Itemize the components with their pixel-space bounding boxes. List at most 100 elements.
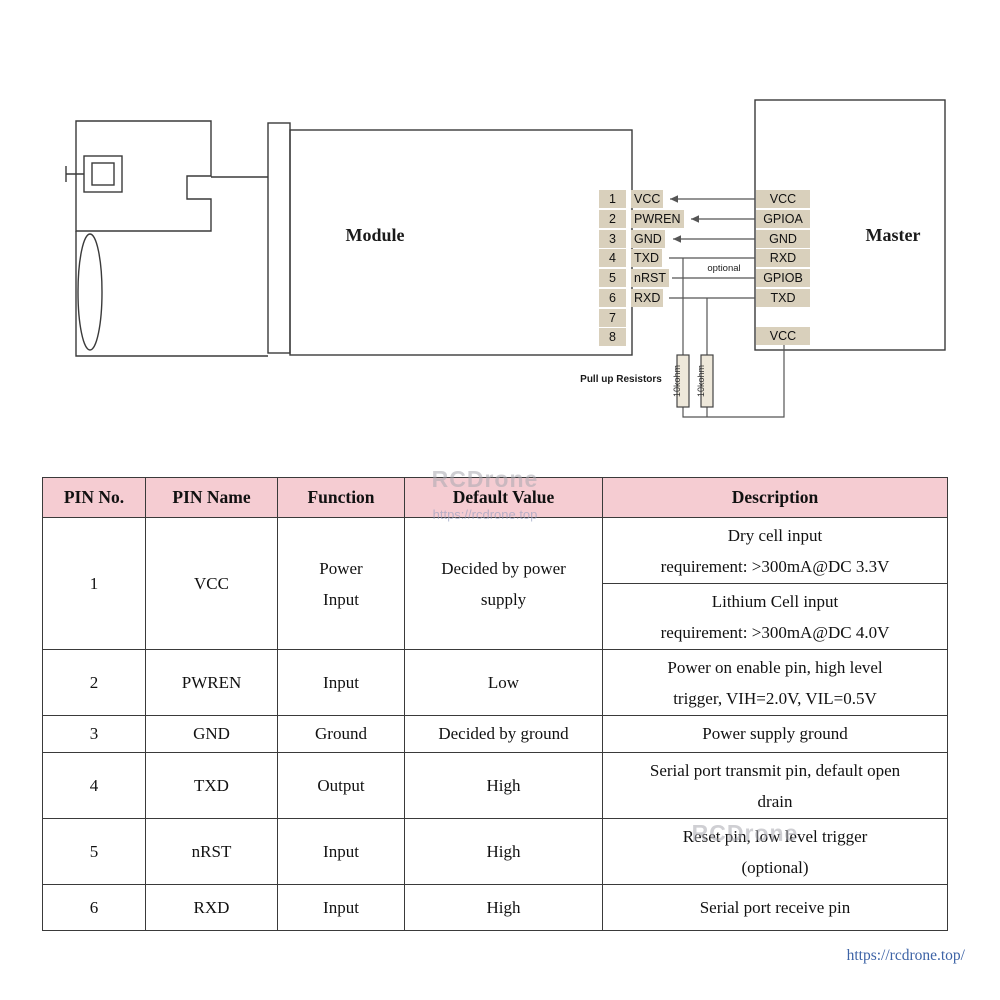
table-row: 4 TXD Output High Serial port transmit p… [42,752,948,819]
function-line: Input [323,589,359,609]
function-line: Power [319,558,363,578]
description-line: requirement: >300mA@DC 4.0V [660,622,890,642]
cell-pin-name: RXD [145,884,278,931]
cell-pin-no: 3 [42,715,146,753]
header-default-value: Default Value [404,477,603,518]
module-pin-rxd: RXD [631,289,664,307]
antenna-plug-outer [83,155,123,193]
table-row: 2 PWREN Input Low Power on enable pin, h… [42,649,948,716]
arrow-vcc-icon [670,195,678,203]
description-line: requirement: >300mA@DC 3.3V [660,556,890,576]
module-pin-number-6: 6 [599,289,626,307]
antenna-body-shape [75,231,268,357]
table-row: 6 RXD Input High Serial port receive pin [42,884,948,931]
table-row: 1 VCC Power Input Decided by power suppl… [42,517,948,650]
description-line: Power on enable pin, high level [667,657,883,677]
module-connector-strip [267,122,291,354]
master-pin-vcc: VCC [756,190,810,208]
module-pin-number-8: 8 [599,328,626,346]
cell-function: Power Input [277,517,405,650]
master-pin-gpiob: GPIOB [756,269,810,287]
cell-pin-no: 2 [42,649,146,716]
wire-pullup-left [682,258,785,418]
resistor-left-value: 10kohm [672,365,682,397]
cell-default-value: High [404,752,603,819]
cell-pin-name: PWREN [145,649,278,716]
wiring-diagram-svg: 10kohm 10kohm [65,99,946,418]
cell-default-value: High [404,884,603,931]
master-label: Master [865,225,921,245]
header-pin-name: PIN Name [145,477,278,518]
module-pin-txd: TXD [631,249,662,267]
resistor-left [676,354,690,408]
description-line: Dry cell input [727,525,823,545]
optional-label: optional [707,263,741,274]
antenna-head-shape [75,120,212,232]
module-pin-vcc: VCC [631,190,664,208]
footer-url: https://rcdrone.top/ [846,947,965,964]
module-pin-nrst: nRST [631,269,669,287]
cell-description: Reset pin, low level trigger (optional) [602,818,948,885]
master-pin-vcc-pullup: VCC [756,327,810,345]
default-line: Decided by power [441,558,566,578]
cell-description: Power on enable pin, high level trigger,… [602,649,948,716]
master-pin-gpioa: GPIOA [756,210,810,228]
module-pin-number-2: 2 [599,210,626,228]
master-outline [754,99,946,351]
table-header-row: PIN No. PIN Name Function Default Value … [42,477,948,518]
module-pin-number-5: 5 [599,269,626,287]
module-pin-number-7: 7 [599,309,626,327]
cell-pin-no: 4 [42,752,146,819]
description-line: Serial port transmit pin, default open [649,760,901,780]
cell-function: Input [277,818,405,885]
pin-description-table: PIN No. PIN Name Function Default Value … [42,477,948,931]
cell-default-value: Low [404,649,603,716]
cell-description: Serial port receive pin [602,884,948,931]
description-line: drain [757,791,793,811]
header-description: Description [602,477,948,518]
cell-pin-no: 5 [42,818,146,885]
description-line: (optional) [741,857,809,877]
cell-description: Power supply ground [602,715,948,753]
module-pin-number-3: 3 [599,230,626,248]
cell-pin-name: GND [145,715,278,753]
cell-pin-name: VCC [145,517,278,650]
description-line: trigger, VIH=2.0V, VIL=0.5V [673,688,877,708]
module-pin-gnd: GND [631,230,665,248]
module-pin-pwren: PWREN [631,210,684,228]
module-label: Module [345,225,405,245]
cell-description: Dry cell input requirement: >300mA@DC 3.… [602,517,948,584]
cell-pin-name: TXD [145,752,278,819]
master-pin-rxd: RXD [756,249,810,267]
resistor-right-value: 10kohm [696,365,706,397]
header-pin-no: PIN No. [42,477,146,518]
antenna-pin [65,166,84,182]
resistor-right [700,354,714,408]
antenna-ellipse [77,233,103,351]
cell-default-value: Decided by power supply [404,517,603,650]
arrow-pwren-icon [691,215,699,223]
cell-description: Serial port transmit pin, default open d… [602,752,948,819]
header-function: Function [277,477,405,518]
master-pin-txd: TXD [756,289,810,307]
default-line: supply [480,589,527,609]
cell-default-value: High [404,818,603,885]
master-pin-gnd: GND [756,230,810,248]
pullup-resistors-label: Pull up Resistors [580,374,662,385]
cell-function: Output [277,752,405,819]
cell-function: Input [277,884,405,931]
wiring-diagram: 10kohm 10kohm Module Master 1 2 3 4 5 6 … [0,0,1000,460]
antenna-plug-inner [91,162,115,186]
cell-pin-name: nRST [145,818,278,885]
cell-default-value: Decided by ground [404,715,603,753]
cell-function: Ground [277,715,405,753]
description-line: Reset pin, low level trigger [682,826,868,846]
arrow-gnd-icon [673,235,681,243]
table-row: 5 nRST Input High Reset pin, low level t… [42,818,948,885]
module-pin-number-1: 1 [599,190,626,208]
cell-description: Lithium Cell input requirement: >300mA@D… [602,583,948,650]
description-line: Lithium Cell input [711,591,839,611]
table-row: 3 GND Ground Decided by ground Power sup… [42,715,948,753]
cell-function: Input [277,649,405,716]
cell-pin-no: 6 [42,884,146,931]
